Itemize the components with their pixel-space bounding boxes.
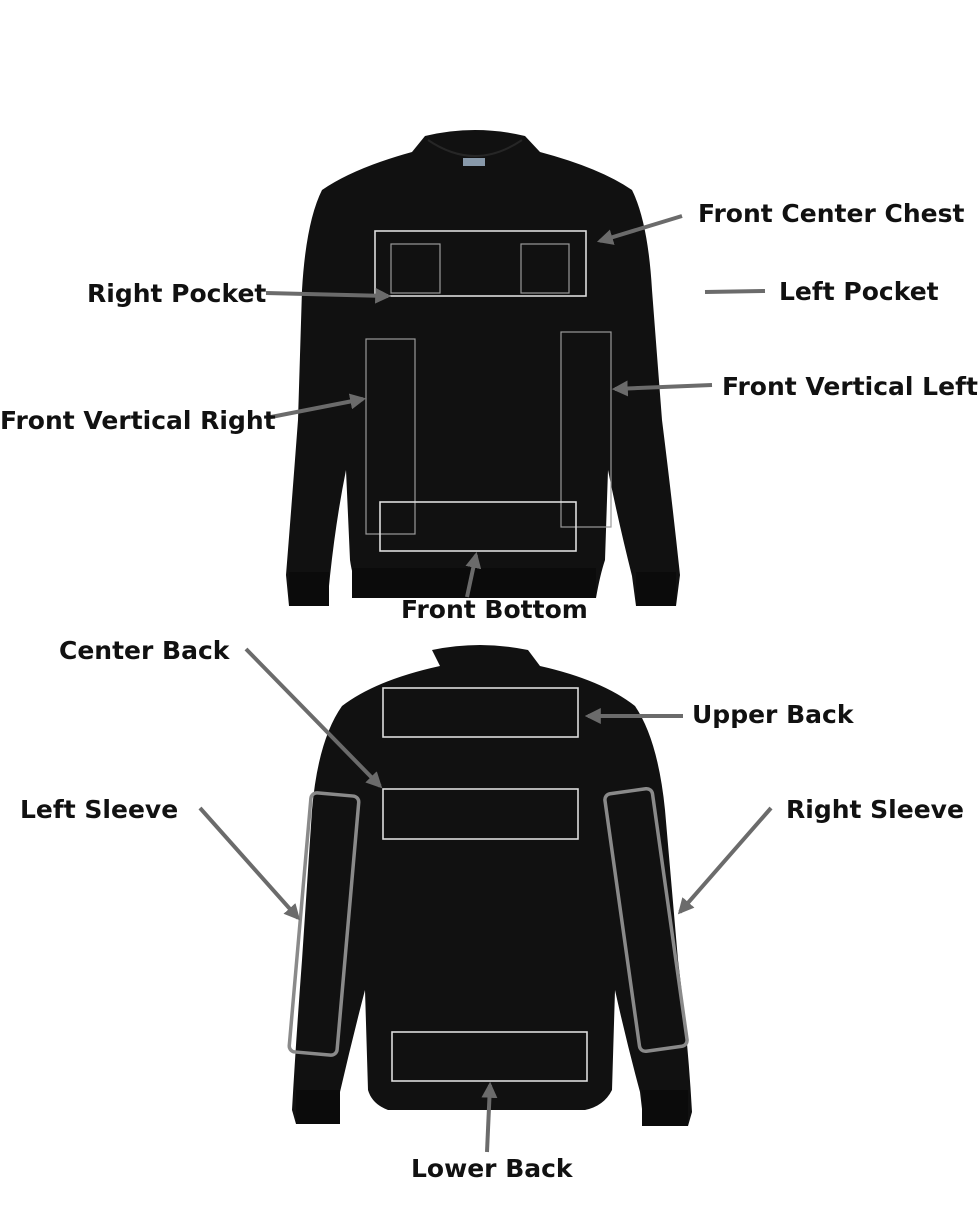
label-right-pocket: Right Pocket — [87, 279, 266, 308]
labels: Front Center Chest Right Pocket Left Poc… — [0, 199, 978, 1183]
label-front-center-chest: Front Center Chest — [698, 199, 964, 228]
back-sweatshirt-body — [292, 645, 692, 1126]
left-pocket-zone — [520, 243, 570, 294]
front-sweatshirt — [286, 130, 680, 606]
front-vertical-right-zone — [365, 338, 416, 535]
back-left-cuff — [296, 1090, 340, 1124]
label-right-sleeve: Right Sleeve — [786, 795, 964, 824]
arrow-left-sleeve — [198, 806, 301, 921]
label-upper-back: Upper Back — [692, 700, 855, 729]
arrow-center-back — [244, 647, 383, 789]
label-left-sleeve: Left Sleeve — [20, 795, 178, 824]
front-center-chest-zone — [374, 230, 587, 297]
neck-label-tag — [463, 158, 485, 166]
arrows — [198, 214, 773, 1153]
arrow-front-center-chest — [596, 214, 683, 245]
label-center-back: Center Back — [59, 636, 231, 665]
right-sleeve-zone — [603, 786, 689, 1054]
back-right-cuff — [642, 1090, 688, 1126]
front-bottom-zone — [379, 501, 577, 552]
arrow-right-sleeve — [677, 806, 773, 915]
front-left-cuff — [636, 572, 676, 606]
back-sweatshirt — [287, 645, 692, 1126]
front-collar-seam — [427, 139, 523, 157]
arrow-front-vertical-right — [265, 393, 367, 420]
label-front-vertical-right: Front Vertical Right — [0, 406, 276, 435]
label-front-vertical-left: Front Vertical Left — [722, 372, 978, 401]
right-pocket-zone — [390, 243, 441, 294]
front-sweatshirt-body — [286, 130, 680, 606]
front-vertical-left-zone — [560, 331, 612, 528]
label-front-bottom: Front Bottom — [401, 595, 588, 624]
arrow-right-pocket — [265, 287, 392, 304]
arrow-front-vertical-left — [611, 380, 713, 397]
arrow-lower-back — [481, 1081, 498, 1153]
arrow-front-bottom — [465, 551, 482, 598]
label-lower-back: Lower Back — [411, 1154, 574, 1183]
front-right-cuff — [289, 572, 329, 606]
arrow-left-pocket — [704, 289, 766, 294]
upper-back-zone — [382, 687, 579, 738]
lower-back-zone — [391, 1031, 588, 1082]
label-left-pocket: Left Pocket — [779, 277, 939, 306]
center-back-zone — [382, 788, 579, 840]
left-sleeve-zone — [287, 791, 361, 1057]
